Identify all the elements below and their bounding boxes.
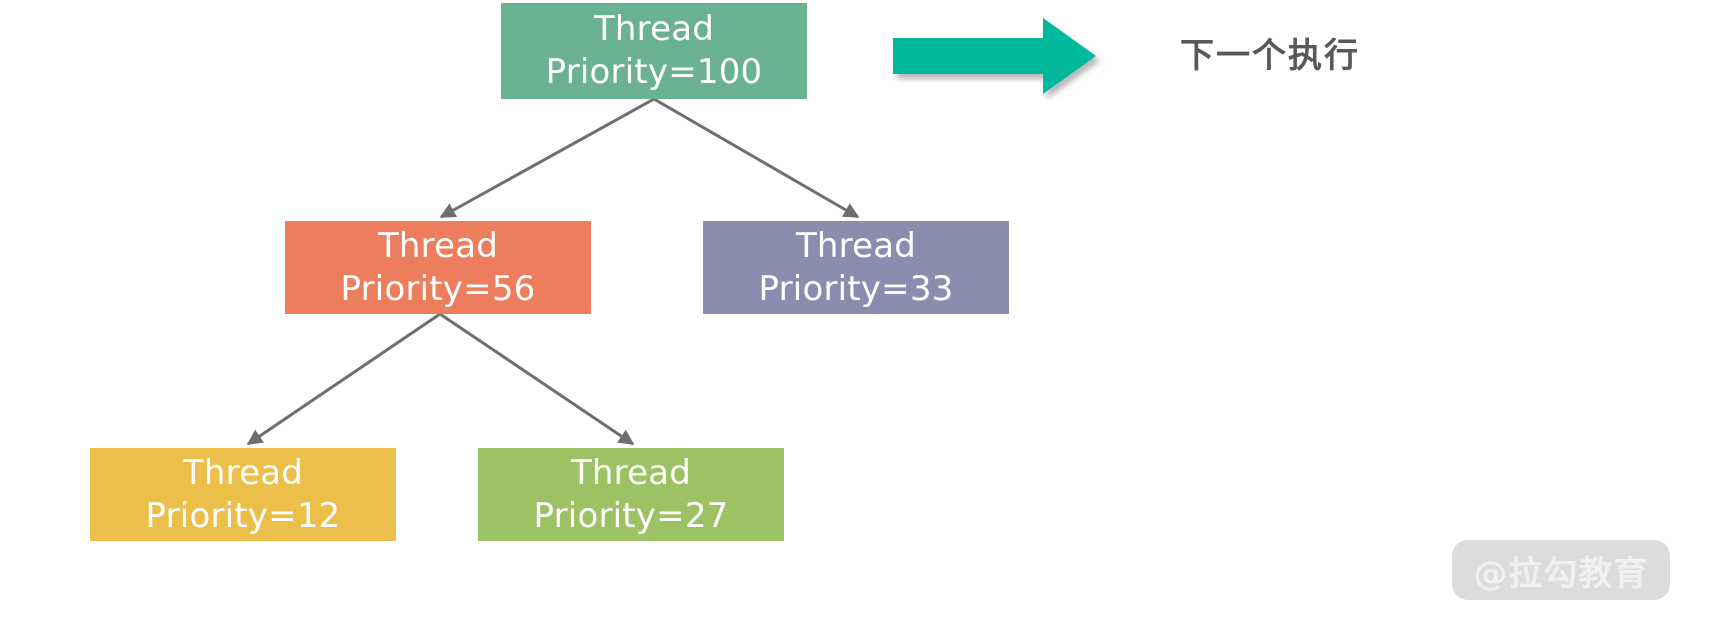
next-execute-label: 下一个执行 <box>1180 36 1360 76</box>
node-label-line2: Priority=27 <box>533 495 729 536</box>
thread-node-priority-56[interactable]: Thread Priority=56 <box>285 221 591 314</box>
thread-node-priority-27[interactable]: Thread Priority=27 <box>478 448 784 541</box>
edge-root-to-priority-56 <box>439 97 655 219</box>
node-label-line1: Thread <box>182 452 304 493</box>
node-label-line2: Priority=12 <box>145 495 341 536</box>
thread-node-priority-12[interactable]: Thread Priority=12 <box>90 448 396 541</box>
edge-priority-56-to-priority-27 <box>439 312 635 446</box>
node-label-line1: Thread <box>795 225 917 266</box>
node-label-line1: Thread <box>377 225 499 266</box>
thread-node-priority-100[interactable]: Thread Priority=100 <box>501 3 807 99</box>
edge-priority-56-to-priority-12 <box>246 312 441 446</box>
node-label-line2: Priority=100 <box>545 52 763 92</box>
thread-node-priority-33[interactable]: Thread Priority=33 <box>703 221 1009 314</box>
watermark-badge: @拉勾教育 <box>1452 540 1670 600</box>
node-label-line1: Thread <box>593 9 715 50</box>
node-label-line2: Priority=56 <box>340 268 536 309</box>
watermark-text: @拉勾教育 <box>1473 553 1649 594</box>
node-label-line2: Priority=33 <box>758 268 954 309</box>
next-execute-arrow-icon <box>893 18 1096 94</box>
node-label-line1: Thread <box>570 452 692 493</box>
edge-root-to-priority-33 <box>653 97 860 219</box>
